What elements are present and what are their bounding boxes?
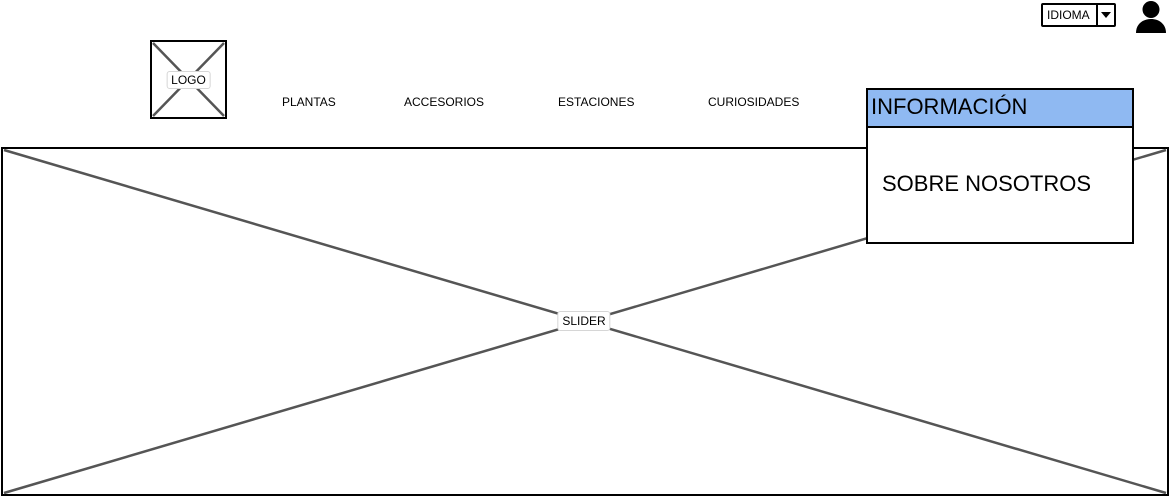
dropdown-item-sobre-nosotros[interactable]: SOBRE NOSOTROS — [882, 171, 1092, 196]
nav-item-estaciones[interactable]: ESTACIONES — [558, 95, 635, 109]
slider-placeholder[interactable]: SLIDER — [1, 147, 1169, 496]
language-select[interactable]: IDIOMA — [1041, 3, 1116, 27]
logo-label: LOGO — [166, 70, 211, 89]
nav-item-informacion[interactable]: INFORMACIÓN — [868, 90, 1132, 128]
nav-item-curiosidades[interactable]: CURIOSIDADES — [708, 95, 800, 109]
user-icon[interactable] — [1135, 0, 1167, 34]
logo-placeholder[interactable]: LOGO — [150, 40, 227, 119]
slider-label: SLIDER — [557, 311, 611, 331]
nav-item-plantas[interactable]: PLANTAS — [282, 95, 336, 109]
nav-item-accesorios[interactable]: ACCESORIOS — [404, 95, 485, 109]
chevron-down-icon[interactable] — [1096, 5, 1114, 25]
language-select-label: IDIOMA — [1047, 8, 1090, 22]
information-dropdown: INFORMACIÓN SOBRE NOSOTROS — [866, 88, 1134, 244]
